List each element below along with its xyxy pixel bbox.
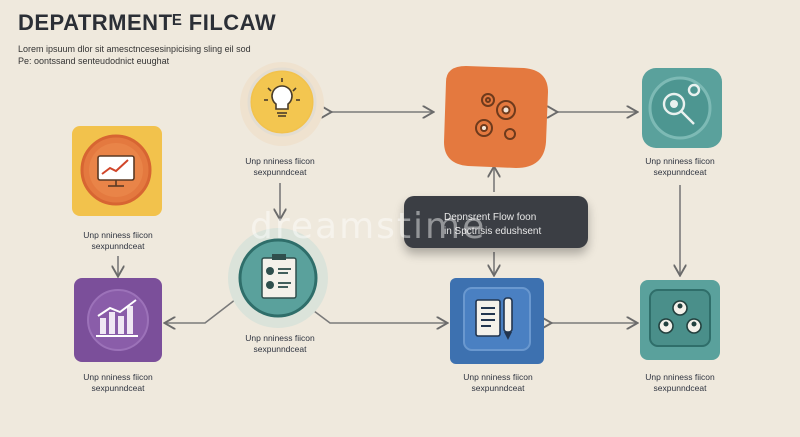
- analysis-node[interactable]: [638, 66, 726, 157]
- page-title: DEPATRMENTᴱ FILCAW: [18, 10, 277, 35]
- caption-bar-chart: Unp nniness fiicon sexpunndceat: [83, 372, 153, 393]
- document-node[interactable]: [448, 276, 548, 373]
- id-card-icon: [228, 228, 328, 328]
- caption-document: Unp nniness fiicon sexpunndceat: [463, 372, 533, 393]
- team-network-icon: [640, 280, 720, 360]
- caption-monitor: Unp nniness fiicon sexpunndceat: [83, 230, 153, 251]
- team-node[interactable]: [636, 278, 726, 371]
- monitor-node[interactable]: [70, 124, 166, 225]
- caption-team: Unp nniness fiicon sexpunndceat: [645, 372, 715, 393]
- subtitle-line-1: Lorem ipsuum dlor sit amesctncesesinpici…: [18, 44, 251, 54]
- lightbulb-icon: [240, 62, 324, 146]
- gears-node[interactable]: [436, 62, 556, 179]
- monitor-chart-icon: [72, 126, 162, 216]
- caption-lightbulb: Unp nniness fiicon sexpunndceat: [245, 156, 315, 177]
- document-pen-icon: [450, 278, 544, 364]
- bar-chart-node[interactable]: [72, 276, 166, 371]
- gears-icon: [444, 66, 548, 168]
- bar-chart-icon: [74, 278, 162, 362]
- subtitle-line-2: Pe: oontssand senteudodnict euughat: [18, 56, 170, 66]
- caption-analysis: Unp nniness fiicon sexpunndceat: [645, 156, 715, 177]
- id-card-node[interactable]: [222, 226, 332, 335]
- gear-magnifier-icon: [642, 68, 722, 148]
- hub-label: Depnsrent Flow foon in Spctrisis edushse…: [404, 196, 588, 248]
- lightbulb-node[interactable]: [238, 60, 326, 153]
- caption-id-card: Unp nniness fiicon sexpunndceat: [245, 333, 315, 354]
- watermark: dreamstime: [250, 206, 487, 247]
